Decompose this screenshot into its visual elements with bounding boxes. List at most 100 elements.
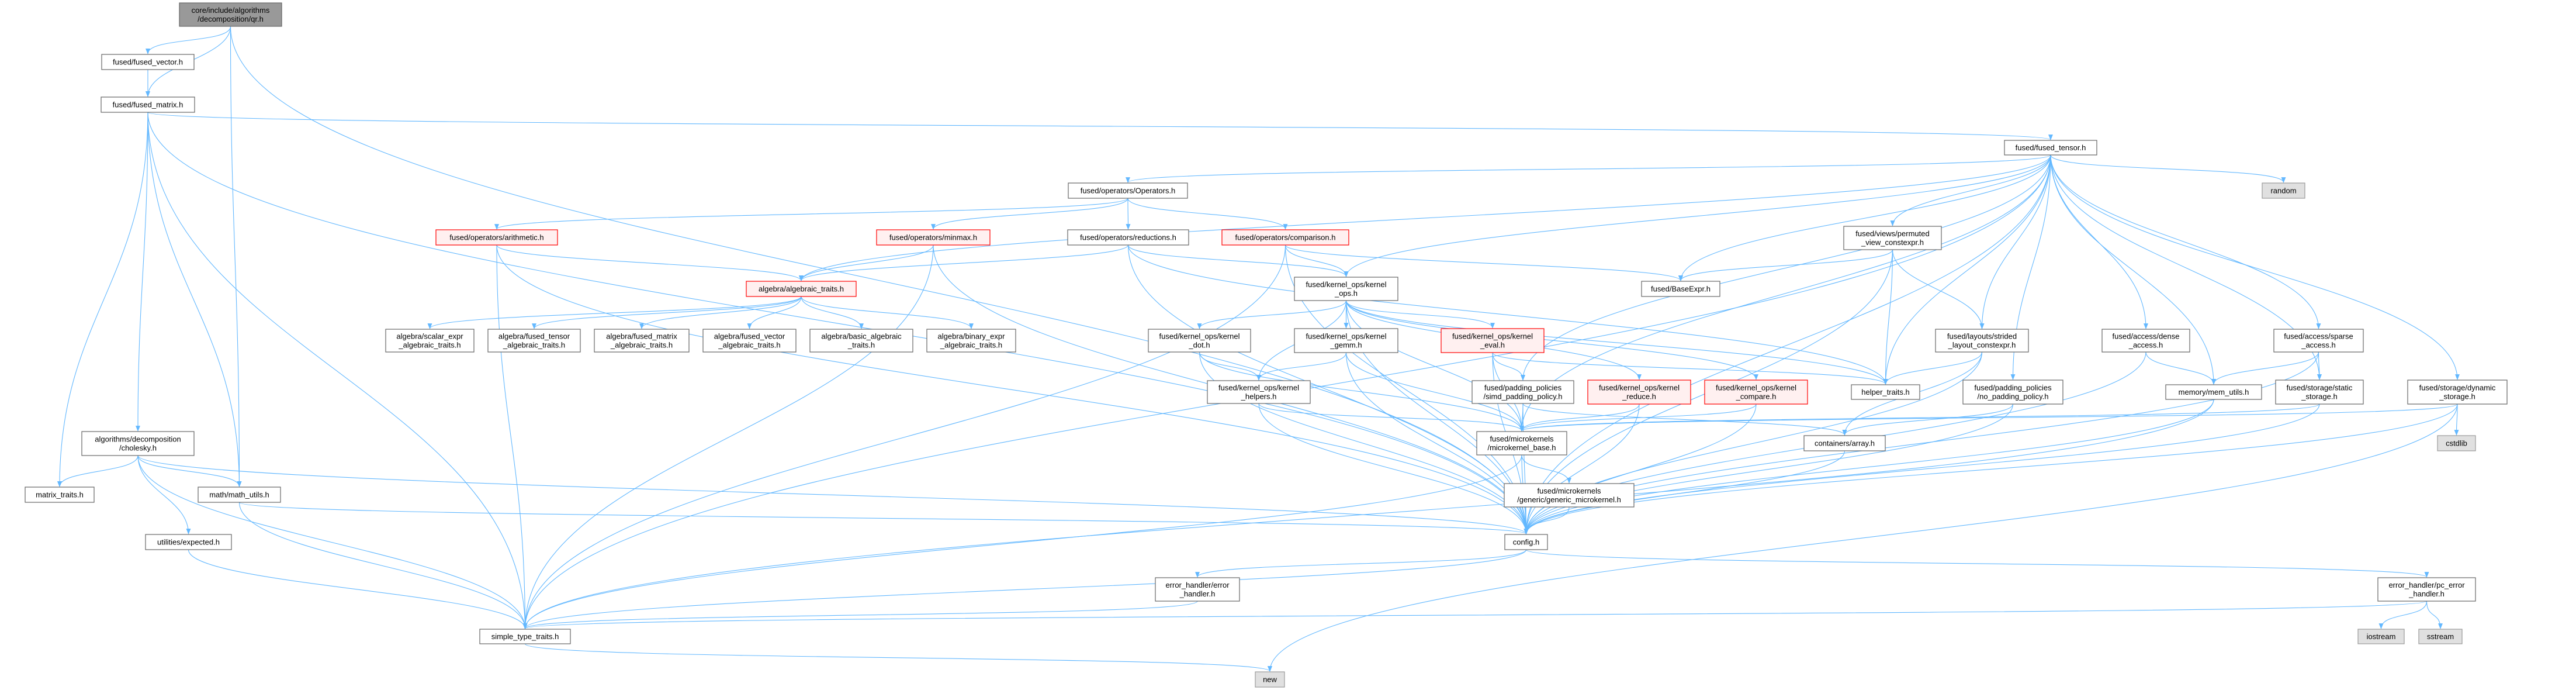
edge-static_storage-to-microkernel_base bbox=[1519, 403, 2320, 432]
node-mem_utils[interactable]: memory/mem_utils.h bbox=[2165, 384, 2262, 400]
node-label: algebra/scalar_expr bbox=[396, 332, 463, 341]
node-label: _layout_constexpr.h bbox=[1948, 341, 2016, 350]
node-containers_array[interactable]: containers/array.h bbox=[1803, 435, 1886, 451]
node-dynamic_storage[interactable]: fused/storage/dynamic_storage.h bbox=[2407, 380, 2508, 405]
edge-operators-to-arithmetic bbox=[494, 198, 1128, 230]
node-label: algebra/basic_algebraic bbox=[821, 332, 902, 341]
node-iostream[interactable]: iostream bbox=[2357, 629, 2405, 644]
node-box bbox=[25, 487, 95, 503]
node-math_utils[interactable]: math/math_utils.h bbox=[198, 487, 281, 503]
edge-fused_matrix-to-matrix_traits bbox=[57, 112, 148, 487]
node-fused_vector_alg[interactable]: algebra/fused_vector_algebraic_traits.h bbox=[702, 329, 797, 353]
node-box bbox=[101, 54, 195, 70]
node-kernel_dot[interactable]: fused/kernel_ops/kernel_dot.h bbox=[1148, 329, 1251, 353]
node-sparse_access[interactable]: fused/access/sparse_access.h bbox=[2273, 329, 2364, 353]
node-cstdlib[interactable]: cstdlib bbox=[2437, 435, 2476, 451]
node-scalar_expr[interactable]: algebra/scalar_expr_algebraic_traits.h bbox=[385, 329, 475, 353]
edge-fused_matrix-to-fused_tensor bbox=[147, 112, 2052, 140]
node-box bbox=[1294, 328, 1398, 353]
edge-fused_tensor-to-permuted_view bbox=[1890, 154, 2051, 226]
node-simd_padding[interactable]: fused/padding_policies/simd_padding_poli… bbox=[1471, 380, 1574, 404]
node-label: fused/operators/reductions.h bbox=[1080, 233, 1176, 242]
node-permuted_view[interactable]: fused/views/permuted_view_constexpr.h bbox=[1843, 226, 1942, 250]
node-label: /decomposition/qr.h bbox=[198, 15, 264, 23]
node-label: _storage.h bbox=[2301, 392, 2337, 401]
node-box bbox=[145, 534, 232, 550]
node-label: fused/access/sparse bbox=[2284, 332, 2353, 341]
edge-simd_padding-to-containers_array bbox=[1522, 403, 1847, 436]
node-label: fused/kernel_ops/kernel bbox=[1306, 280, 1386, 289]
node-label: math/math_utils.h bbox=[209, 491, 269, 499]
node-label: _dot.h bbox=[1188, 341, 1210, 350]
node-strided_layout[interactable]: fused/layouts/strided_layout_constexpr.h bbox=[1935, 329, 2029, 353]
node-label: algorithms/decomposition bbox=[95, 435, 181, 444]
node-fused_matrix_alg[interactable]: algebra/fused_matrix_algebraic_traits.h bbox=[594, 329, 690, 353]
node-label: error_handler/pc_error bbox=[2388, 581, 2465, 589]
node-kernel_helpers[interactable]: fused/kernel_ops/kernel_helpers.h bbox=[1207, 380, 1311, 404]
edge-config-to-simple_type_traits bbox=[522, 549, 1527, 629]
node-kernel_eval[interactable]: fused/kernel_ops/kernel_eval.h bbox=[1441, 328, 1545, 353]
nodes-layer: core/include/algorithms/decomposition/qr… bbox=[25, 2, 2508, 688]
node-kernel_ops[interactable]: fused/kernel_ops/kernel_ops.h bbox=[1294, 277, 1398, 301]
node-comparison[interactable]: fused/operators/comparison.h bbox=[1221, 229, 1349, 246]
node-dense_access[interactable]: fused/access/dense_access.h bbox=[2101, 329, 2190, 353]
node-simple_type_traits[interactable]: simple_type_traits.h bbox=[479, 629, 571, 644]
edge-fused_tensor-to-simd_padding bbox=[1521, 154, 2051, 381]
node-static_storage[interactable]: fused/storage/static_storage.h bbox=[2275, 380, 2364, 405]
node-binary_expr[interactable]: algebra/binary_expr_algebraic_traits.h bbox=[926, 329, 1016, 353]
node-label: _algebraic_traits.h bbox=[718, 341, 780, 350]
node-minmax[interactable]: fused/operators/minmax.h bbox=[876, 229, 991, 246]
node-config[interactable]: config.h bbox=[1504, 534, 1548, 550]
node-kernel_compare[interactable]: fused/kernel_ops/kernel_compare.h bbox=[1704, 380, 1808, 405]
node-kernel_reduce[interactable]: fused/kernel_ops/kernel_reduce.h bbox=[1587, 380, 1691, 405]
edge-cholesky-to-simple_type_traits bbox=[137, 455, 528, 629]
node-label: fused/storage/static bbox=[2287, 384, 2353, 392]
node-label: fused/fused_vector.h bbox=[113, 58, 183, 67]
node-fused_tensor[interactable]: fused/fused_tensor.h bbox=[2004, 140, 2097, 156]
edge-math_utils-to-simple_type_traits bbox=[238, 502, 528, 629]
node-reductions[interactable]: fused/operators/reductions.h bbox=[1067, 229, 1189, 246]
node-no_padding[interactable]: fused/padding_policies/no_padding_policy… bbox=[1962, 380, 2063, 405]
node-base_expr[interactable]: fused/BaseExpr.h bbox=[1641, 281, 1720, 297]
node-expected[interactable]: utilities/expected.h bbox=[145, 534, 232, 550]
node-random[interactable]: random bbox=[2262, 182, 2305, 199]
node-box bbox=[594, 329, 690, 353]
node-algebraic_traits[interactable]: algebra/algebraic_traits.h bbox=[746, 281, 857, 297]
node-pc_error_handler[interactable]: error_handler/pc_error_handler.h bbox=[2377, 577, 2476, 602]
node-kernel_gemm[interactable]: fused/kernel_ops/kernel_gemm.h bbox=[1294, 328, 1398, 353]
node-qr[interactable]: core/include/algorithms/decomposition/qr… bbox=[179, 2, 282, 27]
node-matrix_traits[interactable]: matrix_traits.h bbox=[25, 487, 95, 503]
node-cholesky[interactable]: algorithms/decomposition/cholesky.h bbox=[81, 431, 195, 456]
node-new[interactable]: new bbox=[1255, 671, 1285, 688]
node-label: fused/operators/Operators.h bbox=[1081, 187, 1176, 195]
edge-kernel_gemm-to-microkernel_base bbox=[1345, 352, 1524, 432]
node-box bbox=[926, 329, 1016, 353]
node-fused_tensor_alg[interactable]: algebra/fused_tensor_algebraic_traits.h bbox=[487, 329, 581, 353]
node-box bbox=[101, 96, 195, 113]
edge-dense_access-to-mem_utils bbox=[2145, 351, 2216, 385]
node-helper_traits[interactable]: helper_traits.h bbox=[1851, 384, 1920, 400]
node-box bbox=[179, 2, 282, 27]
node-generic_microkernel[interactable]: fused/microkernels/generic/generic_micro… bbox=[1504, 483, 1635, 508]
node-fused_matrix[interactable]: fused/fused_matrix.h bbox=[101, 96, 195, 113]
node-label: fused/kernel_ops/kernel bbox=[1452, 332, 1533, 341]
node-operators[interactable]: fused/operators/Operators.h bbox=[1068, 182, 1188, 199]
node-box bbox=[1255, 671, 1285, 688]
node-arithmetic[interactable]: fused/operators/arithmetic.h bbox=[435, 229, 558, 246]
edge-minmax-to-algebraic_traits bbox=[799, 244, 934, 281]
node-label: algebra/algebraic_traits.h bbox=[759, 285, 844, 294]
node-box bbox=[1803, 435, 1886, 451]
edge-arithmetic-to-simple_type_traits bbox=[496, 244, 528, 629]
edge-cholesky-to-expected bbox=[137, 455, 191, 534]
node-fused_vector[interactable]: fused/fused_vector.h bbox=[101, 54, 195, 70]
node-sstream[interactable]: sstream bbox=[2418, 629, 2463, 644]
node-label: _traits.h bbox=[847, 341, 875, 350]
node-microkernel_base[interactable]: fused/microkernels/microkernel_base.h bbox=[1476, 431, 1567, 456]
edge-math_utils-to-config bbox=[238, 502, 1528, 534]
node-error_handler[interactable]: error_handler/error_handler.h bbox=[1155, 577, 1240, 602]
node-box bbox=[1207, 380, 1311, 404]
node-basic_alg[interactable]: algebra/basic_algebraic_traits.h bbox=[809, 329, 913, 353]
edge-comparison-to-simple_type_traits bbox=[522, 244, 1286, 629]
edge-simd_padding-to-config bbox=[1522, 403, 1529, 534]
node-label: new bbox=[1263, 675, 1277, 684]
